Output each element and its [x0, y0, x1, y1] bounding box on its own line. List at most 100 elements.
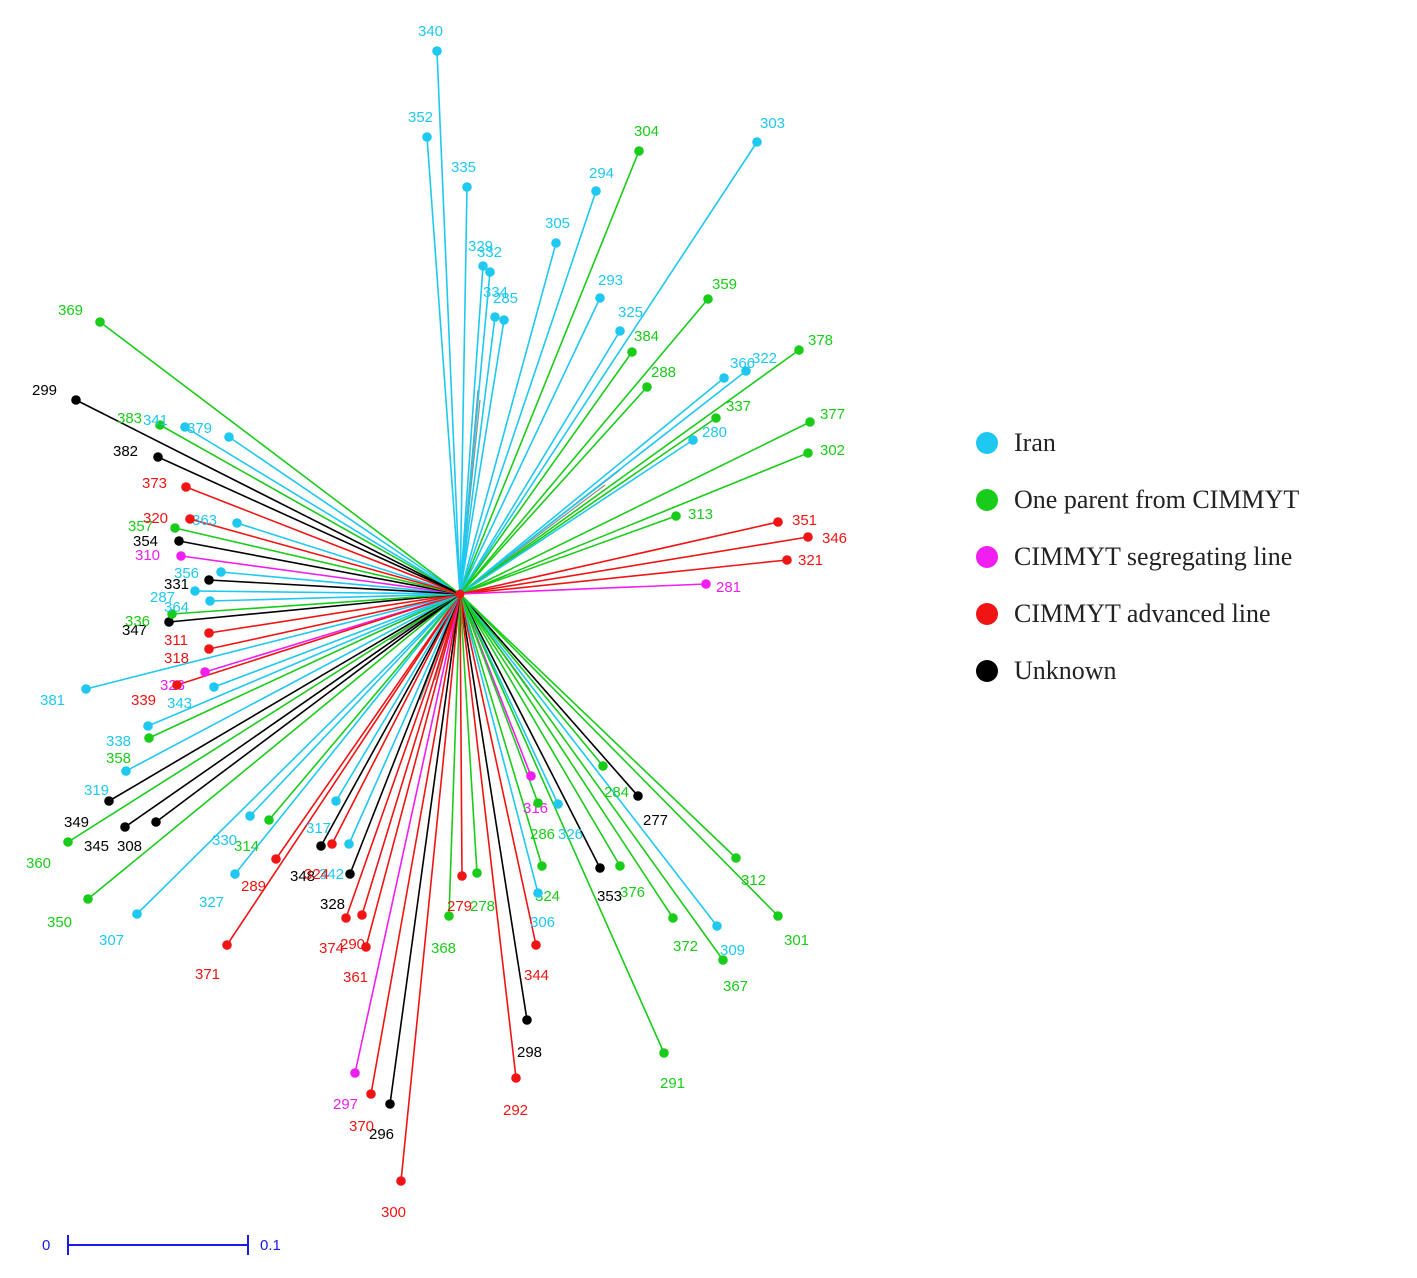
leaf-label-326: 326 — [558, 826, 583, 843]
leaf-label-329: 329 — [468, 238, 493, 255]
leaf-label-354: 354 — [133, 533, 158, 550]
branch-298 — [459, 593, 528, 1021]
legend-label-one-parent: One parent from CIMMYT — [1014, 484, 1300, 514]
leaf-node-324 — [537, 861, 547, 871]
leaf-node-330 — [245, 811, 255, 821]
leaf-node-328 — [345, 869, 355, 879]
branch-367 — [459, 593, 724, 961]
leaf-node-303 — [752, 137, 762, 147]
leaf-node-313 — [671, 511, 681, 521]
leaf-label-383: 383 — [117, 410, 142, 427]
leaf-label-305: 305 — [545, 215, 570, 232]
leaf-label-343: 343 — [167, 695, 192, 712]
branch-342 — [348, 593, 461, 845]
leaf-node-341 — [180, 422, 190, 432]
leaf-node-351 — [773, 517, 783, 527]
branch-318 — [208, 593, 461, 650]
branch-312 — [459, 593, 737, 859]
leaf-node-300 — [396, 1176, 406, 1186]
leaf-label-291: 291 — [660, 1075, 685, 1092]
branch-348 — [320, 593, 461, 847]
branch-278 — [459, 593, 478, 874]
branch-288 — [459, 386, 648, 595]
branch-358 — [148, 593, 461, 739]
leaf-node-346 — [803, 532, 813, 542]
branch-310 — [180, 555, 461, 595]
branch-363 — [236, 522, 461, 595]
leaf-label-312: 312 — [741, 872, 766, 889]
leaf-label-277: 277 — [643, 812, 668, 829]
leaf-label-381: 381 — [40, 692, 65, 709]
leaf-label-347: 347 — [122, 622, 147, 639]
leaf-label-284: 284 — [604, 784, 629, 801]
branch-308 — [155, 593, 461, 823]
legend-dot-iran — [976, 431, 998, 454]
leaf-label-302: 302 — [820, 442, 845, 459]
leaf-node-329 — [478, 261, 488, 271]
leaf-node-321 — [782, 555, 792, 565]
branch-303 — [459, 141, 758, 595]
leaf-node-373 — [181, 482, 191, 492]
leaf-label-350: 350 — [47, 914, 72, 931]
leaf-node-374 — [341, 913, 351, 923]
leaf-label-377: 377 — [820, 406, 845, 423]
branch-329 — [459, 265, 484, 595]
branch-284 — [459, 593, 604, 767]
leaf-node-356 — [216, 567, 226, 577]
scale-bar-end-label: 0.1 — [260, 1237, 281, 1254]
leaf-label-310: 310 — [135, 547, 160, 564]
branch-357 — [174, 527, 461, 595]
leaf-node-359 — [703, 294, 713, 304]
leaf-node-336 — [167, 609, 177, 619]
leaf-label-304: 304 — [634, 123, 659, 140]
leaf-label-286: 286 — [530, 826, 555, 843]
leaf-node-348 — [316, 841, 326, 851]
leaf-node-382 — [153, 452, 163, 462]
branch-292 — [459, 593, 517, 1079]
leaf-label-290: 290 — [340, 936, 365, 953]
legend-dot-unknown — [976, 659, 998, 682]
branch-335 — [459, 186, 468, 595]
legend-item-one-parent: One parent from CIMMYT — [976, 471, 1416, 528]
branch-356 — [220, 571, 461, 595]
branch-352 — [426, 136, 461, 595]
leaf-label-287: 287 — [150, 589, 175, 606]
branch-290 — [361, 593, 461, 916]
branch-370 — [370, 593, 461, 1095]
leaf-node-316 — [526, 771, 536, 781]
leaf-node-376 — [615, 861, 625, 871]
branch-334 — [459, 316, 496, 595]
leaf-label-341: 341 — [143, 412, 168, 429]
leaf-label-363: 363 — [192, 512, 217, 529]
branch-360 — [67, 593, 461, 843]
branch-305 — [459, 242, 557, 595]
leaf-label-296: 296 — [369, 1126, 394, 1143]
branch-307 — [136, 593, 461, 915]
leaf-label-372: 372 — [673, 938, 698, 955]
leaf-label-370: 370 — [349, 1118, 374, 1135]
branch-337 — [459, 417, 717, 595]
branch-293 — [459, 297, 601, 595]
branch-324 — [331, 593, 461, 845]
leaf-label-382: 382 — [113, 443, 138, 460]
leaf-node-309 — [712, 921, 722, 931]
leaf-node-312 — [731, 853, 741, 863]
leaf-node-342 — [344, 839, 354, 849]
leaf-label-378: 378 — [808, 332, 833, 349]
branch-376 — [459, 593, 621, 867]
leaf-node-322 — [741, 366, 751, 376]
leaf-label-324: 324 — [304, 866, 329, 883]
leaf-node-363 — [232, 518, 242, 528]
branch-322 — [459, 370, 747, 595]
leaf-node-331 — [204, 575, 214, 585]
branch-374 — [345, 593, 461, 919]
branch-361 — [365, 593, 461, 948]
leaf-label-369: 369 — [58, 302, 83, 319]
legend-label-unknown: Unknown — [1014, 655, 1117, 685]
leaf-label-352: 352 — [408, 109, 433, 126]
branch-383 — [159, 424, 461, 595]
leaf-label-278: 278 — [470, 898, 495, 915]
leaf-node-289 — [271, 854, 281, 864]
leaf-label-303: 303 — [760, 115, 785, 132]
branch-294 — [459, 190, 597, 595]
